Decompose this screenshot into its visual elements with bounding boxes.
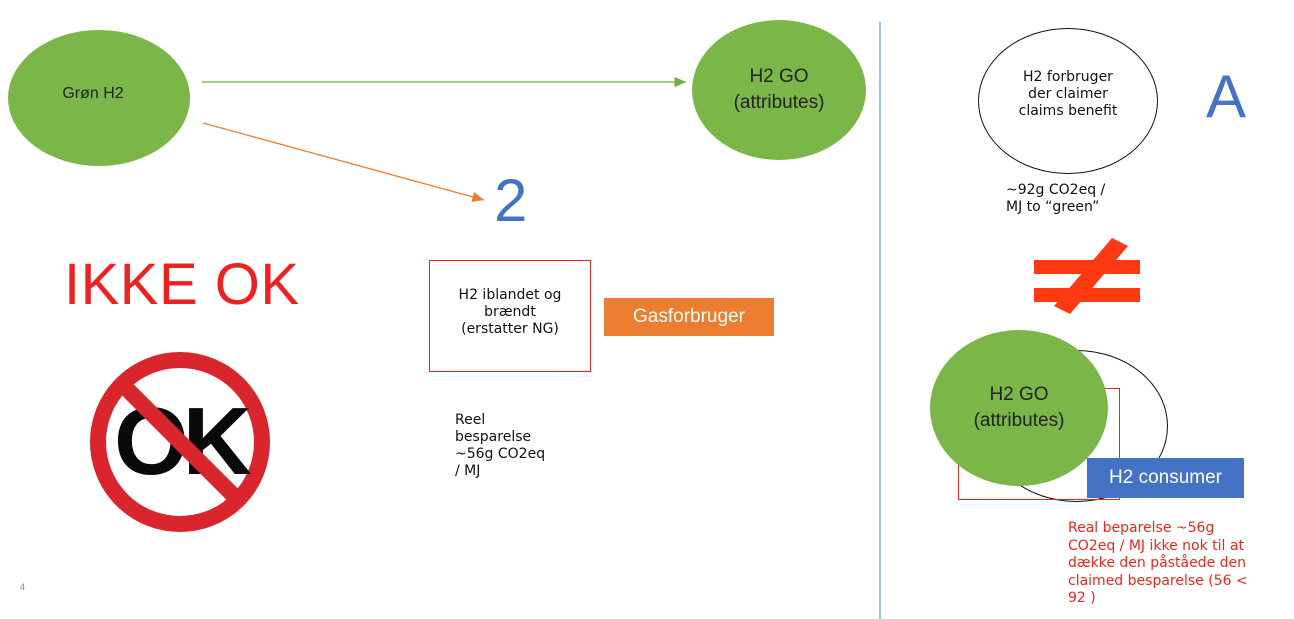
h2-claimer-node: H2 forbruger der claimer claims benefit [978, 28, 1158, 174]
green-h2-node: Grøn H2 [8, 30, 190, 166]
not-equal-icon [1034, 238, 1140, 314]
real-savings-comparison: Real beparelse ~56g CO2eq / MJ ikke nok … [1068, 520, 1248, 606]
arrow-orange-to-2 [202, 122, 485, 202]
h2-go-node-bottom: H2 GO (attributes) [930, 330, 1108, 486]
h2-claimer-label: H2 forbruger der claimer claims benefit [1018, 68, 1118, 119]
no-ok-icon: OK [90, 352, 270, 532]
gasforbruger-label: Gasforbruger [633, 306, 745, 327]
green-h2-label: Grøn H2 [62, 85, 124, 102]
h2-go-label-top: H2 GO (attributes) [733, 66, 825, 113]
gasforbruger-tag: Gasforbruger [604, 298, 774, 336]
blended-h2-box: H2 iblandet og brændt (erstatter NG) [429, 260, 591, 372]
claim-text: ~92g CO2eq / MJ to “green” [1006, 182, 1106, 215]
blended-h2-label: H2 iblandet og brændt (erstatter NG) [458, 286, 562, 337]
h2-go-node-top: H2 GO (attributes) [692, 20, 866, 160]
page-number: 4 [20, 582, 26, 592]
verdict-ikke-ok: IKKE OK [64, 252, 300, 317]
real-savings-text: Reel besparelse ~56g CO2eq / MJ [455, 412, 546, 479]
h2-consumer-label: H2 consumer [1109, 467, 1222, 488]
h2-consumer-tag: H2 consumer [1087, 458, 1244, 498]
h2-go-label-bottom: H2 GO (attributes) [973, 384, 1065, 431]
marker-number-2: 2 [494, 167, 528, 234]
letter-a: A [1206, 63, 1247, 130]
